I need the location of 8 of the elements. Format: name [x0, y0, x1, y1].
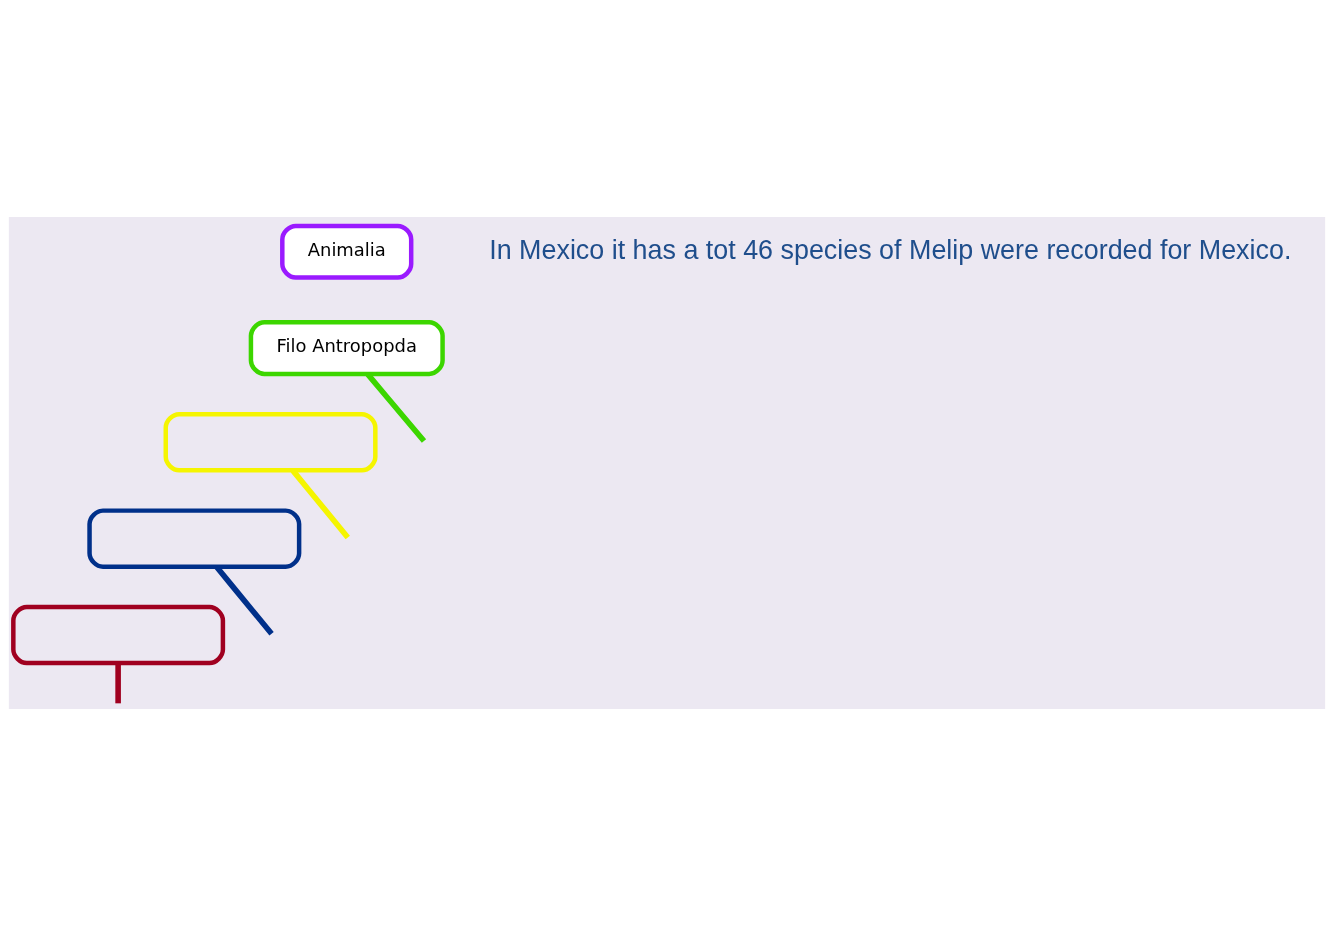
node-box: Filo Antropopda [248, 319, 445, 376]
node-box: Animalia [280, 223, 414, 280]
label: In Mexico it has a tot 46 species of Melip were recorded for Mexico. [489, 234, 1292, 265]
node-box [11, 604, 226, 665]
connector [214, 564, 274, 636]
node-box [163, 411, 378, 472]
node-box [87, 507, 302, 569]
connector [115, 662, 121, 703]
